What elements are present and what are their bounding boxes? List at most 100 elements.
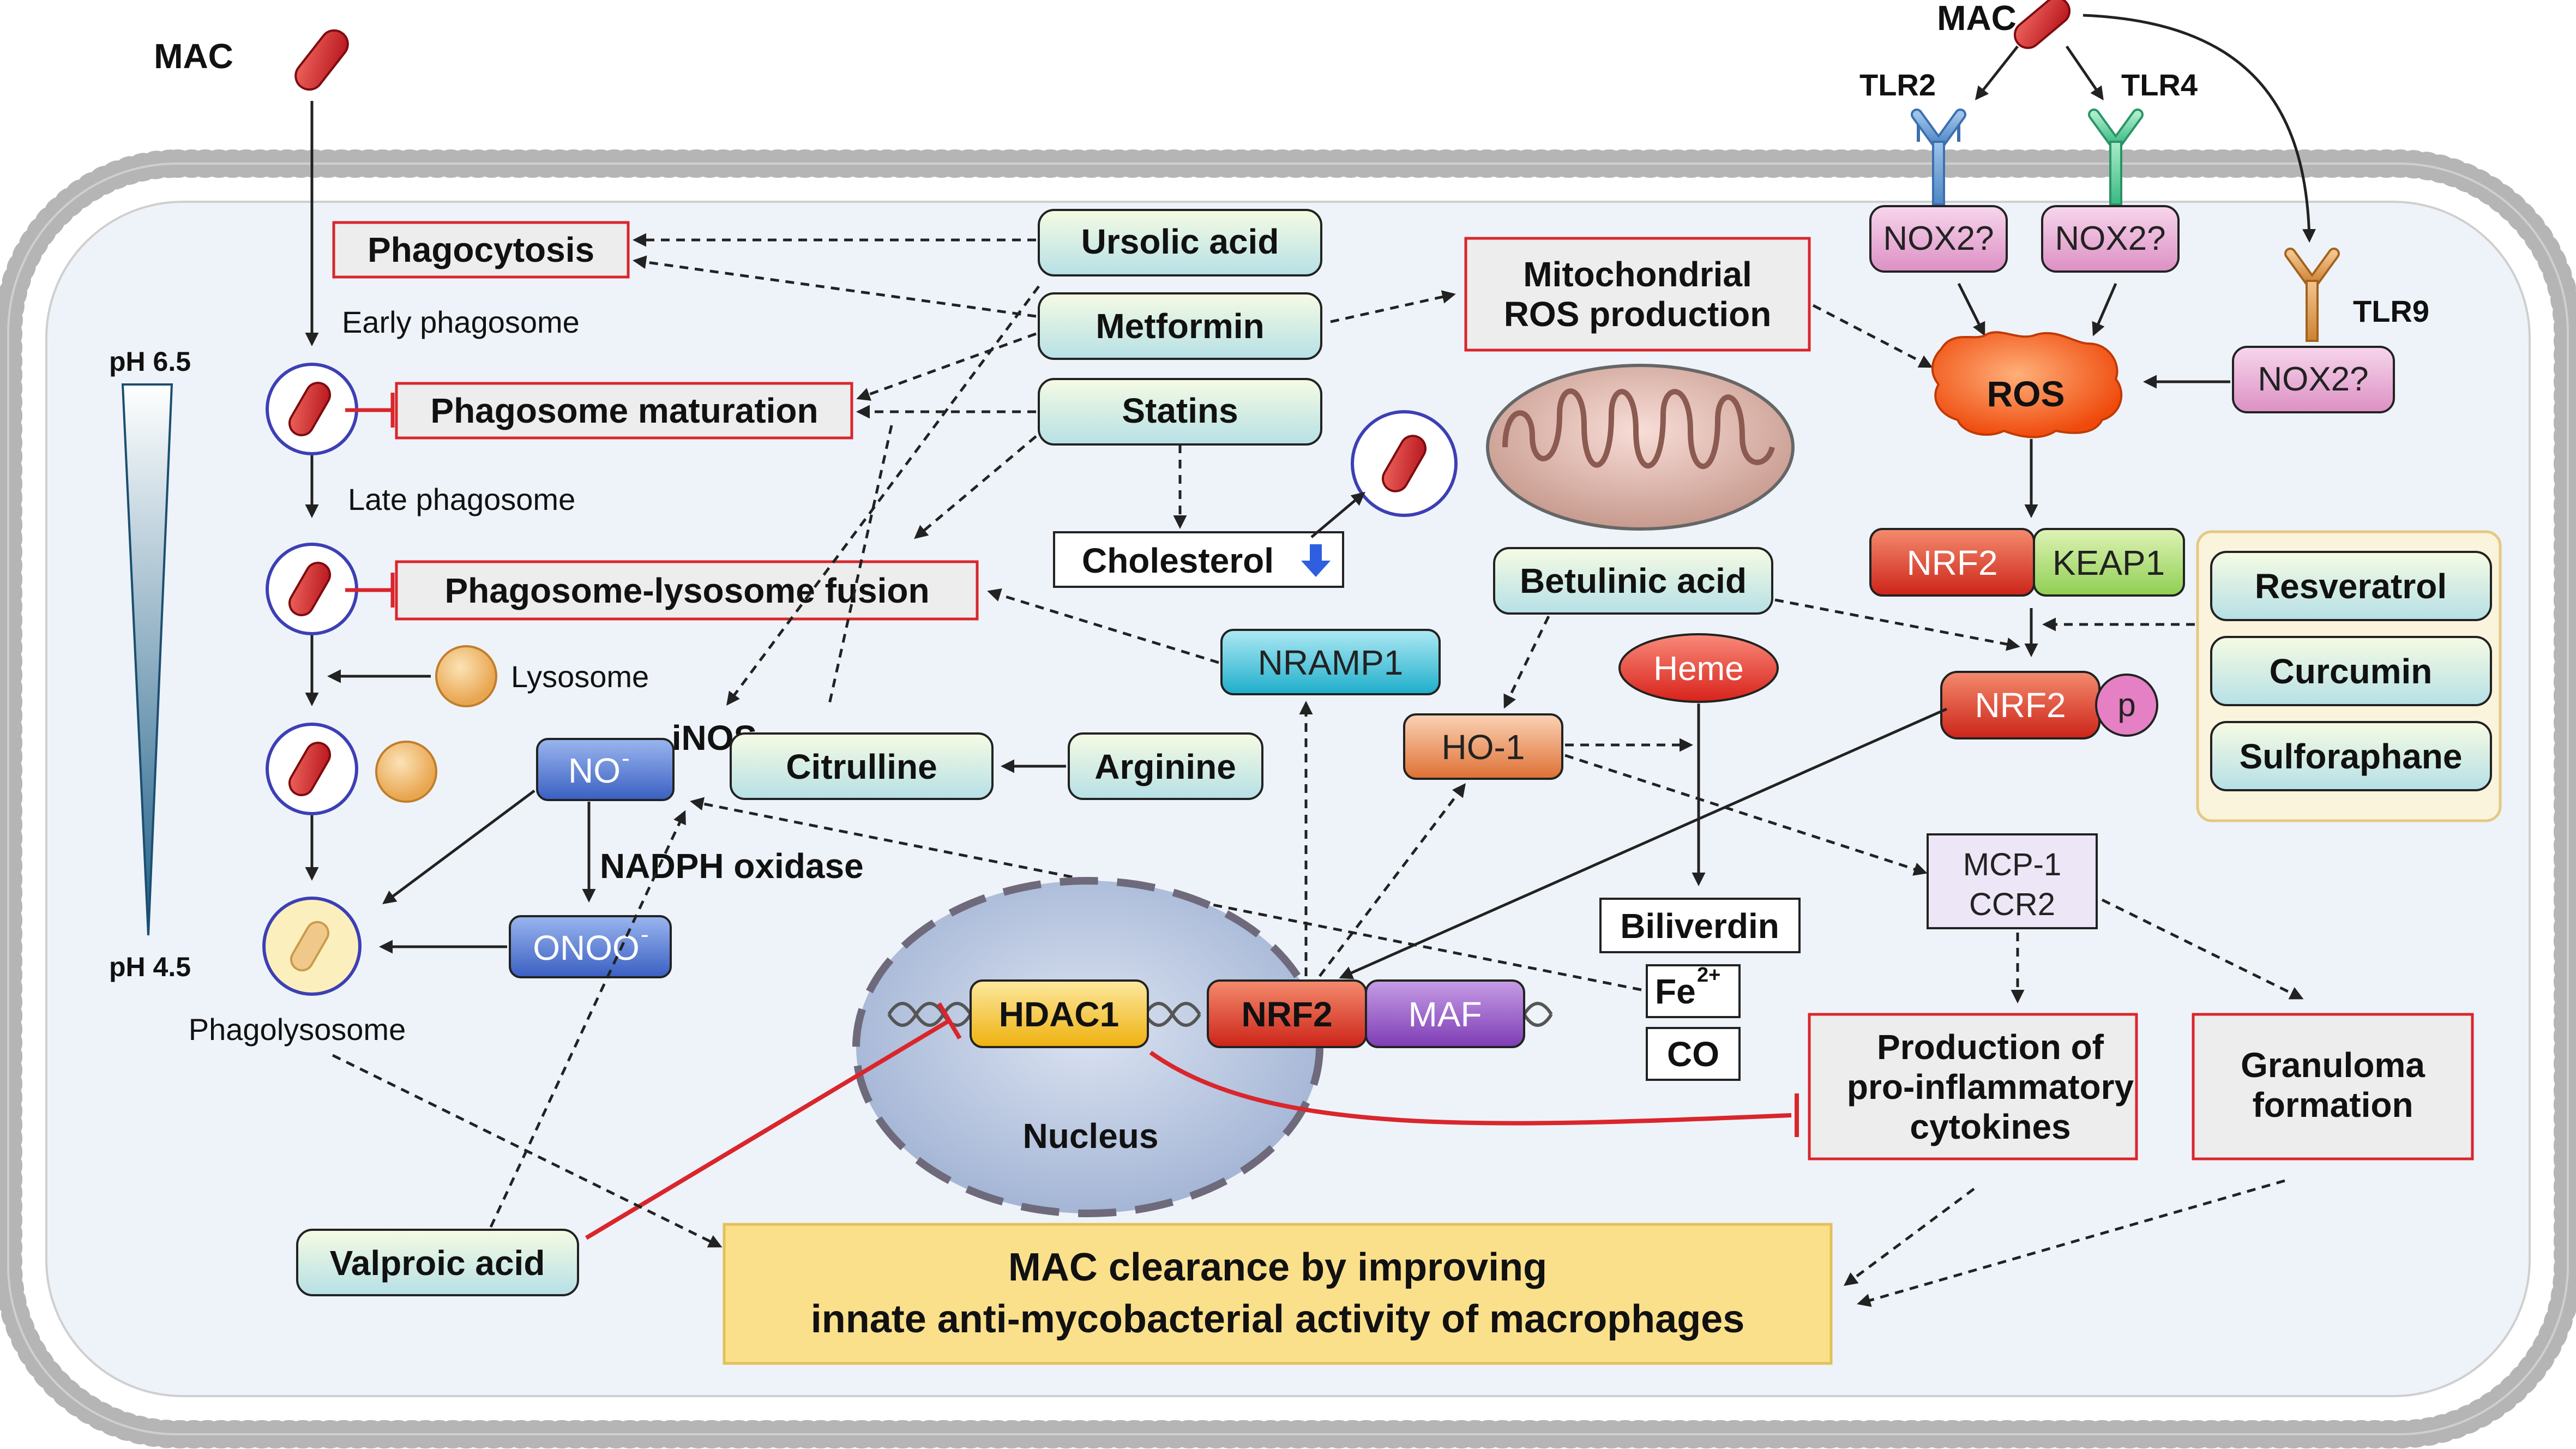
cytokines-line3: cytokines	[1910, 1107, 2071, 1146]
curcumin-box	[2210, 636, 2492, 706]
arginine-box	[1068, 732, 1263, 800]
ursolic-acid-label: Ursolic acid	[1081, 222, 1279, 261]
phagocytosis-label: Phagocytosis	[368, 230, 594, 269]
nox2-a-box	[1869, 205, 2008, 273]
biliverdin-label: Biliverdin	[1620, 906, 1779, 946]
phagosome-maturation-box	[395, 382, 853, 440]
maf-label: MAF	[1408, 995, 1482, 1034]
fe-box	[1646, 964, 1741, 1018]
cytokines-box	[1808, 1013, 2138, 1161]
granuloma-line1: Granuloma	[2241, 1045, 2425, 1085]
cholesterol-box	[1053, 531, 1344, 588]
nrf2-phospho-label: NRF2	[1975, 686, 2066, 725]
nucleus-label: Nucleus	[1023, 1116, 1159, 1156]
cytokines-line2: pro-inflammatory	[1847, 1067, 2134, 1107]
curcumin-label: Curcumin	[2270, 652, 2433, 691]
hdac1-label: HDAC1	[999, 995, 1119, 1034]
onoo-label: ONOO	[533, 928, 640, 967]
late-phagosome	[266, 543, 358, 635]
ph-gradient-wedge	[121, 383, 173, 936]
nramp1-label: NRAMP1	[1258, 643, 1404, 682]
granuloma-line2: formation	[2252, 1085, 2413, 1125]
granuloma-box	[2192, 1013, 2474, 1161]
metformin-box	[1038, 292, 1322, 360]
phagosome-lysosome-fusion-box	[395, 560, 979, 621]
citrulline-label: Citrulline	[786, 747, 937, 786]
cholesterol-label: Cholesterol	[1082, 541, 1274, 580]
ros-label: ROS	[1987, 374, 2065, 414]
outcome-line1: MAC clearance by improving	[1008, 1246, 1547, 1289]
no-label: NO	[568, 751, 621, 790]
phagocytosis-box	[332, 221, 630, 279]
resveratrol-label: Resveratrol	[2255, 567, 2447, 606]
ursolic-acid-box	[1038, 209, 1322, 276]
ros-burst-icon	[1931, 331, 2123, 438]
maf-box	[1365, 979, 1525, 1048]
nadph-oxidase-label: NADPH oxidase	[600, 846, 864, 886]
mac-left-label: MAC	[154, 37, 233, 76]
onoo-box	[509, 915, 672, 978]
phosphate-icon	[2095, 674, 2158, 737]
mcp1-ccr2-box	[1927, 833, 2098, 929]
nox2-a-label: NOX2?	[1883, 220, 1994, 257]
nramp1-box	[1220, 629, 1441, 695]
biliverdin-box	[1599, 898, 1801, 953]
outcome-line2: innate anti-mycobacterial activity of ma…	[811, 1297, 1745, 1341]
mac-left-bacterium	[294, 29, 349, 91]
ccr2-label: CCR2	[1969, 887, 2055, 922]
betulinic-acid-label: Betulinic acid	[1520, 561, 1747, 600]
mitochondrion-icon	[1486, 364, 1795, 531]
valproic-acid-label: Valproic acid	[330, 1243, 545, 1283]
mac-right-label: MAC	[1937, 0, 2017, 38]
heme-ellipse	[1618, 633, 1779, 703]
mito-ros-line1: Mitochondrial	[1523, 255, 1752, 294]
cholesterol-bacterium	[1351, 410, 1458, 517]
fe-charge: 2+	[1697, 964, 1720, 987]
decrease-arrow-icon	[1301, 544, 1331, 577]
cytokines-line1: Production of	[1877, 1027, 2104, 1067]
ph-low-label: pH 4.5	[109, 952, 191, 982]
hdac1-inhibit-cytokines	[1149, 1050, 1792, 1126]
drug-arrows	[633, 233, 1456, 707]
nox2-c-box	[2232, 346, 2395, 413]
nrf2-nucleus-label: NRF2	[1241, 995, 1332, 1034]
fusing-phagosome	[266, 723, 437, 815]
early-phagosome	[266, 363, 358, 455]
valproic-inhibit-hdac1	[585, 1019, 950, 1240]
phagosome-maturation-label: Phagosome maturation	[430, 391, 818, 430]
outcome-box	[723, 1223, 1833, 1365]
keap1-box	[2033, 528, 2185, 597]
arginine-label: Arginine	[1094, 747, 1236, 786]
lysosome	[435, 645, 497, 707]
ho1-label: HO-1	[1442, 727, 1525, 767]
citrulline-box	[730, 732, 994, 800]
tlr2-label: TLR2	[1859, 68, 1936, 102]
early-phagosome-label: Early phagosome	[342, 305, 580, 339]
keap1-label: KEAP1	[2053, 543, 2165, 582]
heme-label: Heme	[1653, 650, 1743, 688]
phagolysosome	[262, 897, 362, 996]
mac-right-bacterium	[2013, 0, 2071, 49]
metformin-label: Metformin	[1096, 306, 1264, 346]
no-box	[536, 738, 675, 801]
sulforaphane-box	[2210, 721, 2492, 791]
tlr4-label: TLR4	[2121, 68, 2198, 102]
phagosome-lysosome-fusion-label: Phagosome-lysosome fusion	[444, 571, 929, 610]
resveratrol-box	[2210, 551, 2492, 621]
onoo-charge: -	[641, 921, 649, 948]
nox2-b-box	[2041, 205, 2180, 273]
fe-label: Fe	[1655, 972, 1696, 1011]
valproic-acid-box	[296, 1229, 579, 1296]
nox2-b-label: NOX2?	[2055, 220, 2165, 257]
betulinic-acid-box	[1493, 547, 1773, 615]
tlr9-label: TLR9	[2353, 294, 2429, 328]
dna-strand-icon	[887, 1002, 1553, 1027]
mcp1-label: MCP-1	[1963, 847, 2061, 882]
nox2-c-label: NOX2?	[2258, 360, 2368, 398]
tlr9-receptor-icon	[2284, 248, 2340, 342]
ph-high-label: pH 6.5	[109, 346, 191, 377]
tlr2-receptor-icon	[1911, 109, 1966, 206]
late-phagosome-label: Late phagosome	[348, 482, 575, 516]
ho1-box	[1403, 713, 1563, 780]
